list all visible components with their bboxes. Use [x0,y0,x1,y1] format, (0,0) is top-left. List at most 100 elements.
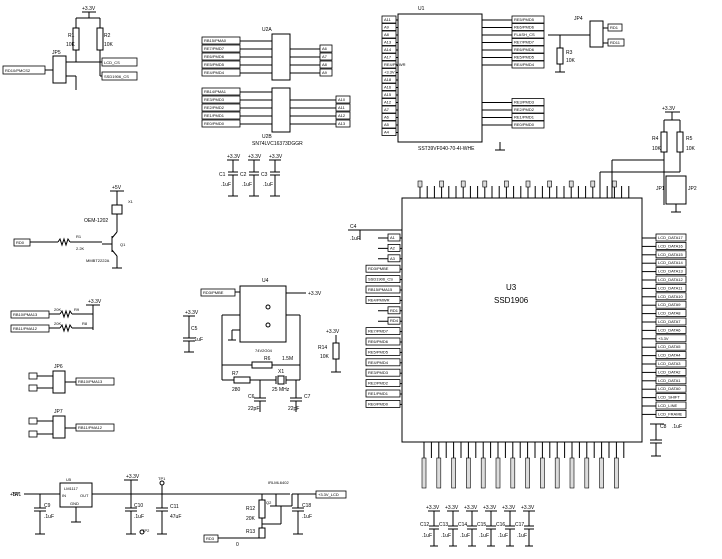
u3-right-16 [655,367,687,376]
u3-right-2-label: LCD_DATA15 [658,252,684,257]
net-lcd-power [315,490,347,499]
u1-part: SST39VF040-70-4I-WHE [418,146,475,152]
jumper-jp4 [589,20,604,48]
u2-bottom-inputs: RB14/PMA1RE3/PMD3RE2/PMD2RE1/PMD1RE0/PMD… [201,87,272,128]
c4-label: C4 [350,224,357,230]
u3-right-14 [655,351,687,360]
u1-left-12-label: A7 [384,107,390,112]
net-rd10 [2,65,46,75]
u3-label: U3 [506,283,517,292]
u3-top-pad [504,180,509,188]
rd10-label: RD10/PMCS2 [5,68,31,73]
u3-top-pad [417,180,423,188]
r6-value: 1.5M [282,356,293,362]
jumper-jp6 [52,370,66,394]
u1-left-9-label: A16 [384,85,392,90]
inverter-1 [252,300,266,314]
u1-left-0-label: A11 [384,17,392,22]
power-label: +3.3V [445,505,459,511]
top-cap-label: C3 [261,172,268,178]
rd0-label: RD0 [16,240,25,245]
u3-left-10 [365,337,401,346]
u3-left-2-label: A3 [390,256,396,261]
u3-left-6 [365,295,401,304]
u3-right-5 [655,275,687,284]
u2-out-top-0 [319,44,333,53]
u1-label: U1 [418,6,425,12]
r1-value: 10K [66,42,76,48]
q2-label: Q2 [266,500,272,505]
u1-right-5 [511,53,545,61]
tp1-label: TP1 [158,476,166,481]
r2-value: 10K [104,42,114,48]
u2-out-top-0-label: A6 [322,46,328,51]
jp6-label: JP6 [54,364,63,370]
u2-out-top-1-label: A7 [322,54,328,59]
top-cap-label: C1 [219,172,226,178]
u3-left-0 [387,233,401,242]
u2-in-bottom-4-label: RE0/PMD0 [204,121,225,126]
u2-out-bottom-1 [335,103,351,112]
u3-right-0-label: LCD_DATA17 [658,235,684,240]
bottom-cap-label: C17 [515,522,524,528]
u3-right-5-label: LCD_DATA12 [658,277,684,282]
u3-left-2 [387,254,401,263]
u1-right-3-label: RE7/PMD7 [514,40,535,45]
resistor-r7 [233,376,251,384]
u2-in-bottom-2-label: RE2/PMD2 [204,105,225,110]
u3-right-8-label: LCD_DATA9 [658,302,681,307]
u3-top-pad [590,180,596,188]
u1-right-10-label: RE0/PMD0 [514,122,535,127]
u5-gnd: GND [70,501,79,506]
u2-in-top-2-label: RE6/PMD6 [204,54,225,59]
c9-value: .1uF [44,514,54,520]
jp5-label: JP5 [52,50,61,56]
u2a-body [271,33,291,81]
u3-left-4 [365,275,401,284]
jumper-jp1-jp2 [665,175,687,205]
power-5v-label: +5V [10,492,20,498]
u1-right-6 [511,60,545,69]
bottom-cap-value: .1uF [460,533,470,539]
net-rd11 [607,38,625,47]
u3-left-9 [365,327,401,336]
u1-right-7 [511,98,545,106]
power-label: +3.3V [326,329,340,335]
u1-right-7-label: RE3/PMD3 [514,100,535,105]
u3-right-11-label: LCD_DATA6 [658,327,681,332]
u1-left-5-label: A17 [384,55,392,60]
u2a-label: U2A [262,27,272,33]
c4-value: .1uF [350,236,360,242]
jp7-label: JP7 [54,409,63,415]
r5-label: R5 [686,136,693,142]
u3-left-5-label: RB15/PMA15 [368,287,393,292]
u1-right-2 [511,30,545,39]
jp7-pin1 [28,417,38,425]
u2-out-top-2-label: A8 [322,62,328,67]
u3-right-10-label: LCD_DATA7 [658,319,681,324]
u3-bottom-pad [480,457,486,489]
u3-left-6-label: RE4/PMWR [368,297,390,302]
u3-left-1 [387,243,401,252]
u1-left-8-label: A18 [384,77,392,82]
r13-label: R13 [246,529,255,535]
u3-right-20 [655,401,687,410]
osc-x1-label: X1 [128,199,134,204]
u2-in-top-1-label: RE7/PMD7 [204,46,225,51]
u3-right-3-label: LCD_DATA14 [658,260,684,265]
u3-bottom-pad [421,457,427,489]
u2-out-bottom-0-label: A10 [338,97,346,102]
u3-right-6-label: LCD_DATA11 [658,285,683,290]
u1-right-3 [511,38,545,46]
u3-right-6 [655,283,687,292]
net-ssd-cs [101,71,138,81]
u1-left-10-label: A15 [384,92,392,97]
jp6-pin1 [28,372,38,380]
bottom-cap-value: .1uF [517,533,527,539]
u3-right-10 [655,317,687,326]
jp7-pin2 [28,430,38,438]
u3-bottom-pad [451,457,456,489]
u3-right-1-label: LCD_DATA16 [658,243,684,248]
u3-right-7-label: LCD_DATA10 [658,294,684,299]
u1-right-5-label: RE5/PMD5 [514,55,535,60]
